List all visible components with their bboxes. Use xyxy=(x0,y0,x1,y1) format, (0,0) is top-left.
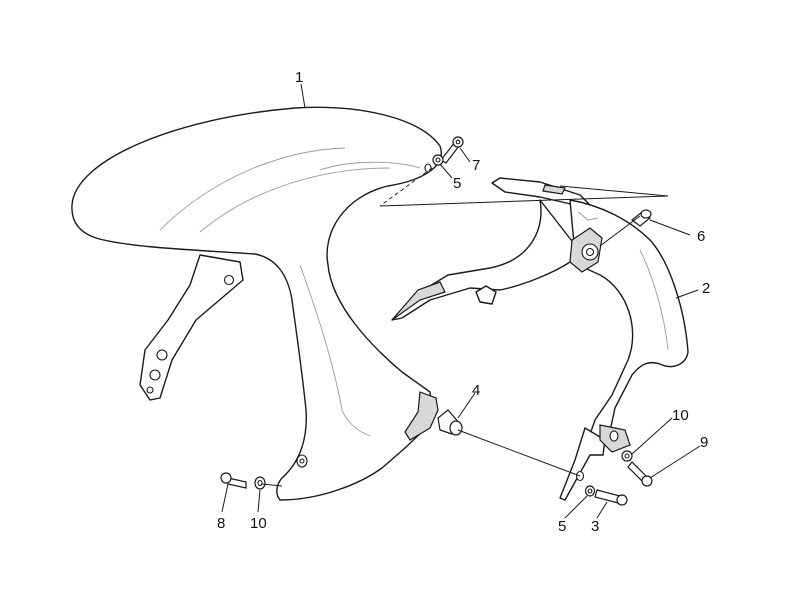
callout-5-top: 5 xyxy=(453,175,461,192)
spacer-6 xyxy=(631,209,652,227)
callout-4: 4 xyxy=(472,382,480,399)
callout-10-right: 10 xyxy=(672,407,689,424)
mudguard-shell xyxy=(71,106,442,501)
callout-3: 3 xyxy=(591,518,599,535)
washer-10-right xyxy=(621,450,633,462)
bolt-8 xyxy=(220,472,247,489)
callout-10-left: 10 xyxy=(250,515,267,532)
callout-8: 8 xyxy=(217,515,225,532)
washer-5-top xyxy=(432,154,444,166)
callout-leaders xyxy=(221,83,701,519)
callout-6: 6 xyxy=(697,228,705,245)
callout-9: 9 xyxy=(700,434,708,451)
alignment-lines xyxy=(261,167,669,487)
bolt-9 xyxy=(627,461,653,487)
spacer-4 xyxy=(437,409,463,436)
washer-10-left xyxy=(254,476,266,490)
washer-5-bottom xyxy=(584,485,596,497)
mudguard-part-1 xyxy=(71,106,442,501)
callout-1: 1 xyxy=(295,69,303,86)
callout-5-bottom: 5 xyxy=(558,518,566,535)
bolt-3 xyxy=(594,489,628,506)
bracket-right-arm xyxy=(569,199,689,456)
mudguard-left-bracket xyxy=(139,254,244,401)
support-bracket-part-2 xyxy=(391,177,689,501)
callout-7: 7 xyxy=(472,157,480,174)
screw-7 xyxy=(440,136,464,164)
callout-labels: 1 7 5 6 2 4 10 9 8 10 5 3 xyxy=(217,69,710,535)
callout-2: 2 xyxy=(702,280,710,297)
